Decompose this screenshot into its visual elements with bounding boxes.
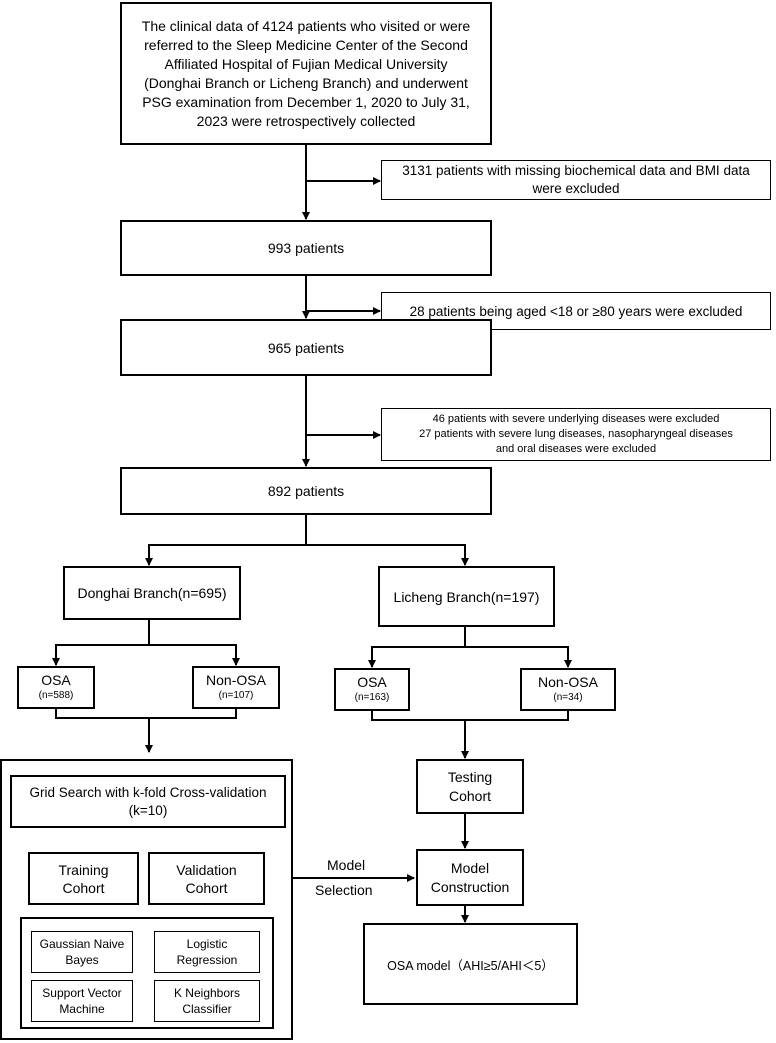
arrow-to-donghai-nonosa <box>149 644 240 666</box>
validation-cohort-box: Validation Cohort <box>148 852 265 905</box>
gaussian-naive-bayes-box: Gaussian Naive Bayes <box>31 931 133 973</box>
patients-965-box: 965 patients <box>120 319 492 376</box>
grid-search-box: Grid Search with k-fold Cross-validation… <box>10 775 286 828</box>
arrow-to-licheng <box>306 544 469 566</box>
support-vector-machine-box: Support Vector Machine <box>31 980 133 1022</box>
testing-cohort-box: Testing Cohort <box>416 759 524 814</box>
model-label: Model <box>327 857 366 873</box>
licheng-merge-line <box>371 711 569 721</box>
donghai-nonosa-box: Non-OSA (n=107) <box>192 666 280 709</box>
arrow-to-donghai <box>145 515 307 566</box>
exclusion-box-1: 3131 patients with missing biochemical d… <box>381 160 771 200</box>
patients-892-box: 892 patients <box>120 467 492 515</box>
osa-model-box: OSA model（AHI≥5/AHI＜5） <box>363 923 578 1005</box>
training-cohort-box: Training Cohort <box>28 852 139 905</box>
licheng-nonosa-box: Non-OSA (n=34) <box>520 668 616 711</box>
licheng-branch-box: Licheng Branch(n=197) <box>378 566 555 627</box>
initial-cohort-box: The clinical data of 4124 patients who v… <box>120 2 492 145</box>
selection-label: Selection <box>315 882 373 898</box>
donghai-merge-line <box>55 709 237 719</box>
licheng-osa-box: OSA (n=163) <box>334 668 410 711</box>
k-neighbors-classifier-box: K Neighbors Classifier <box>154 980 260 1022</box>
arrow-to-donghai-osa <box>52 620 150 666</box>
logistic-regression-box: Logistic Regression <box>154 931 260 973</box>
arrow-to-licheng-osa <box>368 627 466 668</box>
arrow-to-licheng-nonosa <box>465 646 572 668</box>
exclusion-box-3: 46 patients with severe underlying disea… <box>381 408 771 461</box>
donghai-branch-box: Donghai Branch(n=695) <box>63 566 241 620</box>
model-construction-box: Model Construction <box>416 849 524 906</box>
patients-993-box: 993 patients <box>120 220 492 276</box>
donghai-osa-box: OSA (n=588) <box>17 666 95 709</box>
